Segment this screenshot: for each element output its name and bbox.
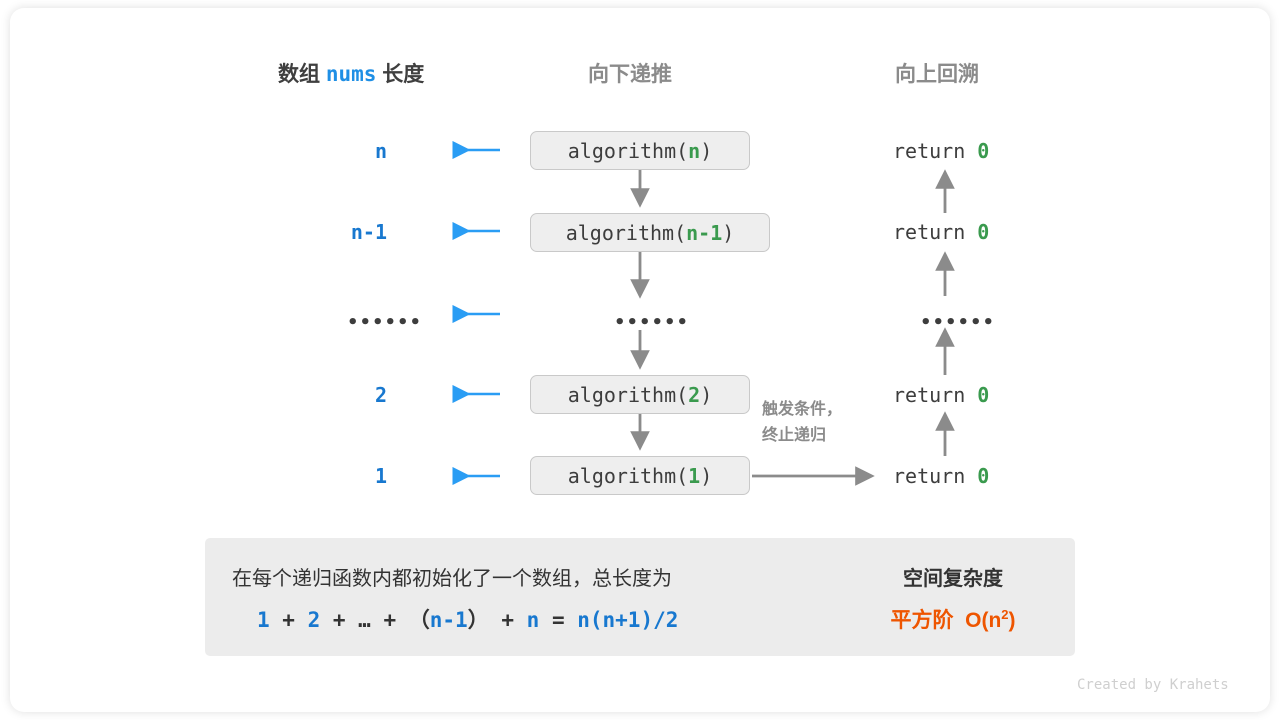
length-label-row-0: n <box>374 139 387 163</box>
formula-part-7: = <box>539 608 578 632</box>
header-array-suffix: 长度 <box>382 63 425 86</box>
call-box-row-1[interactable]: algorithm(n-1) <box>530 213 770 252</box>
blue-length-arrows <box>452 140 500 486</box>
length-label-row-2: •••••• <box>347 312 423 333</box>
return-value-row-0: 0 <box>977 139 990 163</box>
return-keyword-row-1: return <box>893 220 966 244</box>
formula-part-1: + <box>269 608 308 632</box>
return-label-row-2: •••••• <box>920 312 996 333</box>
formula-part-8: n(n+1)/2 <box>577 608 679 632</box>
return-label-row-3: return 0 <box>893 383 989 407</box>
return-value-row-1: 0 <box>977 220 990 244</box>
base-case-note-line2: 终止递归 <box>762 427 827 444</box>
complexity-title: 空间复杂度 <box>903 568 1003 590</box>
summary-panel: 在每个递归函数内都初始化了一个数组，总长度为 1 + 2 + … + （n-1）… <box>205 538 1075 656</box>
credit-text: Created by Krahets <box>1077 677 1229 693</box>
call-text-row-1: algorithm(n-1) <box>565 220 735 245</box>
summary-formula: 1 + 2 + … + （n-1） + n = n(n+1)/2 <box>257 604 678 634</box>
return-value-row-3: 0 <box>977 383 990 407</box>
base-case-note: 触发条件， 终止递归 <box>762 397 842 449</box>
base-case-note-line1: 触发条件， <box>762 401 843 418</box>
header-upward-backtrack: 向上回溯 <box>895 63 979 86</box>
length-label-row-1: n-1 <box>350 220 387 244</box>
length-label-row-4: 1 <box>374 464 387 488</box>
return-keyword-row-4: return <box>893 464 966 488</box>
complexity-exponent: 2 <box>1001 607 1009 622</box>
formula-part-2: 2 <box>307 608 321 632</box>
call-box-row-4[interactable]: algorithm(1) <box>530 456 750 495</box>
call-box-row-0[interactable]: algorithm(n) <box>530 131 750 170</box>
formula-part-0: 1 <box>257 608 270 632</box>
formula-part-3: + … + （ <box>320 608 430 632</box>
complexity-value: 平方阶 O(n2) <box>853 604 1053 634</box>
return-label-row-4: return 0 <box>893 464 989 488</box>
length-label-row-3: 2 <box>374 383 387 407</box>
header-array-prefix: 数组 <box>278 63 320 86</box>
call-box-row-2: •••••• <box>614 312 690 333</box>
return-keyword-row-0: return <box>893 139 966 163</box>
call-text-row-0: algorithm(n) <box>567 138 713 163</box>
complexity-bigo: O(n <box>965 609 1002 632</box>
formula-part-5: ） + <box>467 608 527 632</box>
return-label-row-1: return 0 <box>893 220 989 244</box>
call-box-row-3[interactable]: algorithm(2) <box>530 375 750 414</box>
return-keyword-row-3: return <box>893 383 966 407</box>
call-text-row-4: algorithm(1) <box>567 463 713 488</box>
complexity-close-paren: ) <box>1008 609 1016 632</box>
return-label-row-0: return 0 <box>893 139 989 163</box>
complexity-label: 平方阶 <box>890 609 954 632</box>
header-array-length: 数组 nums 长度 <box>278 58 424 88</box>
call-text-row-3: algorithm(2) <box>567 382 713 407</box>
return-value-row-4: 0 <box>977 464 990 488</box>
formula-part-4: n-1 <box>429 608 468 632</box>
header-downward-recursion: 向下递推 <box>588 63 672 86</box>
summary-description: 在每个递归函数内都初始化了一个数组，总长度为 <box>232 568 672 590</box>
header-array-name: nums <box>325 62 377 86</box>
formula-part-6: n <box>526 608 540 632</box>
